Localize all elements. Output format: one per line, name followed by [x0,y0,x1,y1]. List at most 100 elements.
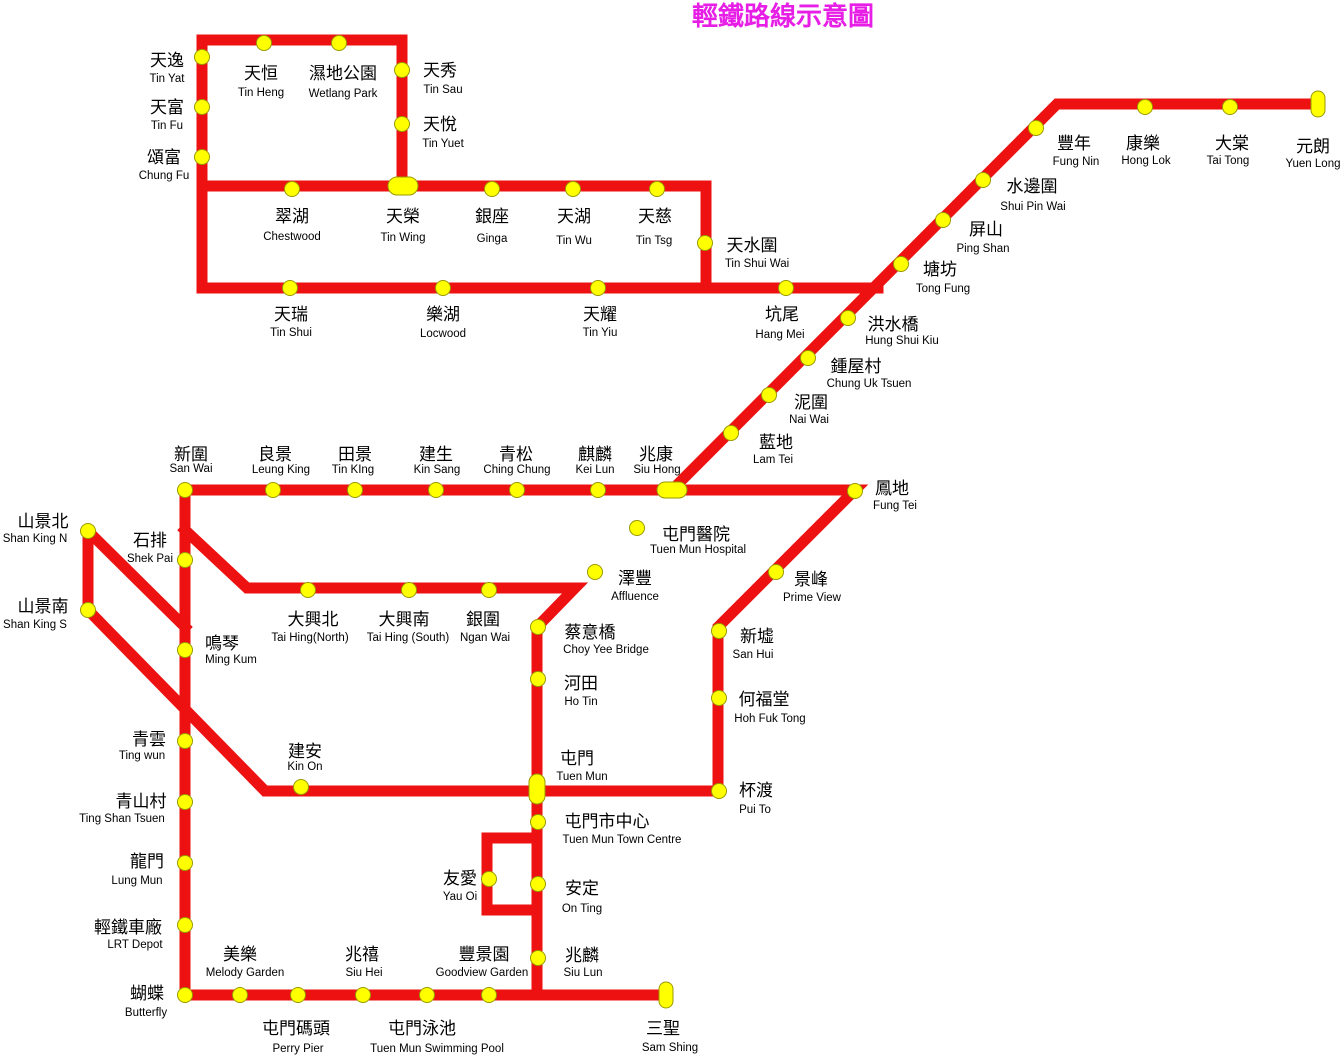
station-marker-tin-yat[interactable] [194,49,210,65]
station-marker-tin-sau[interactable] [394,62,410,78]
station-name-en: Sam Shing [642,1042,698,1054]
station-name-en: Yau Oi [443,891,477,903]
station-marker-tin-yuet[interactable] [394,116,410,132]
station-name-en: Yuen Long [1285,158,1340,170]
station-marker-kei-lun[interactable] [590,482,606,498]
station-marker-fung-nin[interactable] [1028,120,1044,136]
station-marker-ting-shan-tsuen[interactable] [177,794,193,810]
station-marker-hong-lok[interactable] [1137,99,1153,115]
station-name-zh: 鳴琴 [205,634,239,654]
station-name-zh: 青雲 [132,730,166,750]
station-marker-shui-pin-wai[interactable] [975,172,991,188]
station-marker-yuen-long[interactable] [1310,90,1326,118]
station-marker-tin-yiu[interactable] [590,280,606,296]
station-name-zh: 大興南 [379,610,430,630]
station-marker-ginga[interactable] [484,181,500,197]
station-name-en: Tai Hing(North) [271,632,348,644]
station-marker-locwood[interactable] [435,280,451,296]
station-name-zh: 康樂 [1126,134,1160,154]
station-marker-tin-king[interactable] [347,482,363,498]
route-segment-10 [82,525,543,797]
station-name-en: Ngan Wai [460,632,510,644]
station-marker-siu-lun[interactable] [530,950,546,966]
station-name-en: Pui To [739,804,771,816]
station-marker-siu-hong[interactable] [656,481,688,499]
stations [80,35,1326,1009]
station-marker-fung-tei[interactable] [847,483,863,499]
station-marker-tuen-mun-hospital[interactable] [629,520,645,536]
station-marker-tin-wu[interactable] [565,181,581,197]
station-marker-ping-shan[interactable] [935,212,951,228]
station-marker-sam-shing[interactable] [658,981,674,1009]
station-marker-choy-yee-bridge[interactable] [530,619,546,635]
station-name-en: Ho Tin [564,696,597,708]
station-marker-perry-pier[interactable] [355,987,371,1003]
station-name-en: Locwood [420,328,466,340]
station-marker-nai-wai[interactable] [761,387,777,403]
station-marker-tai-hing-north[interactable] [300,582,316,598]
station-marker-siu-hei[interactable] [290,987,306,1003]
station-name-zh: 天慈 [638,207,672,227]
station-marker-lrt-depot[interactable] [177,917,193,933]
station-marker-kin-sang[interactable] [428,482,444,498]
station-marker-lung-mun[interactable] [177,855,193,871]
station-marker-san-wai[interactable] [177,482,193,498]
station-name-en: LRT Depot [107,939,163,951]
station-marker-lam-tei[interactable] [723,425,739,441]
station-marker-chung-uk-tsuen[interactable] [800,350,816,366]
station-marker-butterfly[interactable] [177,987,193,1003]
station-marker-tuen-mun[interactable] [528,773,546,805]
station-marker-ming-kum[interactable] [177,642,193,658]
station-marker-ching-chung[interactable] [509,482,525,498]
station-marker-hang-mei[interactable] [778,280,794,296]
station-marker-san-hui[interactable] [711,623,727,639]
station-marker-tuen-mun-swimming-pool[interactable] [419,987,435,1003]
station-marker-pui-to[interactable] [711,783,727,799]
station-marker-leung-king[interactable] [265,482,281,498]
station-marker-shan-king-n[interactable] [80,523,96,539]
station-name-zh: 屏山 [969,220,1003,240]
station-name-zh: 天瑞 [274,305,308,325]
station-marker-tin-shui[interactable] [282,280,298,296]
station-marker-ho-tin[interactable] [530,671,546,687]
station-marker-kin-on[interactable] [293,779,309,795]
station-marker-on-ting[interactable] [530,876,546,892]
station-name-zh: 山景北 [18,512,69,532]
station-marker-tin-fu[interactable] [194,99,210,115]
station-name-zh: 豐景園 [459,945,510,965]
route-segment-3 [196,180,712,294]
station-marker-shan-king-s[interactable] [80,602,96,618]
station-name-en: Fung Tei [873,500,917,512]
station-name-zh: 兆麟 [565,946,599,966]
station-name-zh: 大興北 [288,610,339,630]
station-marker-tin-tsz[interactable] [649,181,665,197]
station-marker-tai-hing-south[interactable] [401,582,417,598]
station-marker-tin-wing[interactable] [387,176,419,196]
station-marker-chung-fu[interactable] [194,149,210,165]
station-name-en: Tin Yat [150,73,186,85]
station-marker-tin-shui-wai[interactable] [697,235,713,251]
station-marker-chestwood[interactable] [284,181,300,197]
station-marker-tuen-mun-town-centre[interactable] [530,814,546,830]
station-name-en: Choy Yee Bridge [563,644,649,656]
station-marker-hoh-fuk-tong[interactable] [711,690,727,706]
station-marker-goodview-garden[interactable] [481,987,497,1003]
station-marker-yau-oi[interactable] [481,871,497,887]
station-name-zh: 麒麟 [578,445,612,465]
station-marker-wetland-park[interactable] [331,35,347,51]
station-marker-affluence[interactable] [587,564,603,580]
station-name-zh: 屯門醫院 [662,525,730,545]
station-name-zh: 景峰 [794,570,828,590]
station-marker-prime-view[interactable] [768,564,784,580]
station-marker-shek-pai[interactable] [177,552,193,568]
station-marker-melody-garden[interactable] [232,987,248,1003]
station-name-zh: 兆禧 [345,945,379,965]
station-marker-tong-fung[interactable] [893,256,909,272]
station-name-en: Tai Hing (South) [367,632,450,644]
station-name-en: Ping Shan [956,243,1009,255]
station-marker-hung-shui-kiu[interactable] [840,310,856,326]
station-marker-tin-heng[interactable] [256,35,272,51]
station-marker-tai-tong[interactable] [1222,99,1238,115]
station-marker-ngan-wai[interactable] [481,582,497,598]
station-marker-ting-wun[interactable] [177,733,193,749]
